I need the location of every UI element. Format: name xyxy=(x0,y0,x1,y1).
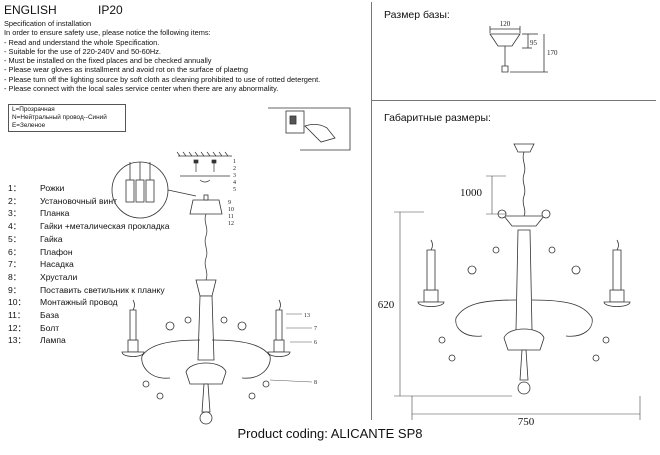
language-label: ENGLISH xyxy=(4,3,57,17)
part-number: 8： xyxy=(8,271,22,282)
base-depth-label: 95 xyxy=(530,39,538,47)
part-number: 5： xyxy=(8,233,22,244)
parts-list: 1： Рожки 2： Установочный винт 3： Планка 4： Г… xyxy=(8,182,169,347)
overall-dimensions-title: Габаритные размеры: xyxy=(384,112,491,124)
terminal-block-detail xyxy=(111,161,197,219)
specification-item: - Suitable for the use of 220-240V and 5… xyxy=(4,46,161,56)
part-row: 6： Плафон xyxy=(8,246,169,259)
section-divider xyxy=(372,100,656,101)
callout-label: 12 xyxy=(228,221,234,227)
part-label: Поставить светильник к планку xyxy=(40,284,165,295)
specification-block: Specification of installation In order t… xyxy=(4,19,374,93)
part-row: 9： Поставить светильник к планку xyxy=(8,284,169,297)
callout-label: 3 xyxy=(233,173,236,179)
part-number: 10： xyxy=(8,297,27,308)
part-row: 8： Хрустали xyxy=(8,271,169,284)
part-row: 11： База xyxy=(8,309,169,322)
dimension-drawings: 120 95 170 1000 620 xyxy=(378,20,641,425)
dimension-lines xyxy=(394,175,641,420)
column-divider xyxy=(371,2,372,420)
part-number: 6： xyxy=(8,246,22,257)
part-label: Болт xyxy=(40,322,60,333)
part-label: Установочный винт xyxy=(40,195,118,206)
wire-live: L=Прозрачная xyxy=(12,106,55,113)
callout-label: 2 xyxy=(233,166,236,172)
part-number: 1： xyxy=(8,183,22,193)
overall-dimension-labels: 1000 620 750 xyxy=(378,187,535,425)
chandelier-left xyxy=(121,279,291,425)
base-size-title: Размер базы: xyxy=(384,9,450,21)
part-row: 12： Болт xyxy=(8,322,169,335)
chandelier-elevation xyxy=(417,143,631,395)
part-row: 4： Гайки +металическая прокладка xyxy=(8,220,169,233)
part-number: 2： xyxy=(8,195,22,206)
callout-label: 1 xyxy=(233,159,236,165)
part-row: 13： Лампа xyxy=(8,334,169,347)
callout-label: 11 xyxy=(228,214,234,220)
part-label: Гайки +металическая прокладка xyxy=(40,221,170,232)
callout-label: 7 xyxy=(314,326,317,332)
base-dimension-labels: 120 95 170 xyxy=(500,20,558,57)
callout-label: 10 xyxy=(228,207,234,213)
callout-label: 8 xyxy=(314,380,317,386)
callout-label: 6 xyxy=(314,340,317,346)
part-number: 9： xyxy=(8,284,22,295)
callout-label: 5 xyxy=(233,187,236,193)
specification-item: - Please connect with the local sales se… xyxy=(4,84,279,94)
wire-neutral: N=Нейтральный провод--Синий xyxy=(12,114,107,121)
part-label: Лампа xyxy=(40,335,66,346)
part-row: 5： Гайка xyxy=(8,233,169,246)
part-label: Монтажный провод xyxy=(40,297,118,308)
part-row: 2： Установочный винт xyxy=(8,195,169,208)
callout-label: 13 xyxy=(304,313,310,319)
ceiling-callouts: 1 2 3 4 5 xyxy=(233,159,236,193)
base-width-label: 120 xyxy=(500,20,511,28)
chain-length-label: 1000 xyxy=(460,187,483,199)
part-label: Плафон xyxy=(40,246,73,257)
part-label: Рожки xyxy=(40,183,65,193)
base-height-label: 170 xyxy=(547,49,558,57)
specification-item: - Please turn off the lighting source by… xyxy=(4,74,321,84)
part-label: Хрустали xyxy=(40,271,78,282)
installation-drawing: 1 2 3 4 5 9 10 11 12 xyxy=(111,107,351,425)
part-number: 13： xyxy=(8,335,27,346)
ceiling-hatch xyxy=(176,151,232,157)
part-row: 3： Планка xyxy=(8,207,169,220)
product-code-caption: Product coding: ALICANTE SP8 xyxy=(237,426,423,441)
protection-rating: IP20 xyxy=(98,3,123,17)
specification-item: - Must be installed on the fixed places … xyxy=(4,56,212,66)
bracket-callouts: 9 10 11 12 xyxy=(228,200,234,227)
wire-earth: E=Зеленое xyxy=(12,122,46,129)
part-row: 10： Монтажный провод xyxy=(8,296,169,309)
arm-callouts: 13 7 6 8 xyxy=(304,313,317,386)
specification-intro: In order to ensure safety use, please no… xyxy=(4,28,211,38)
part-label: Планка xyxy=(40,208,70,219)
wiring-legend: L=Прозрачная N=Нейтральный провод--Синий… xyxy=(8,104,126,132)
part-label: Гайка xyxy=(40,233,63,244)
switch-off-illustration xyxy=(268,107,351,151)
callout-label: 4 xyxy=(233,180,236,186)
callout-label: 9 xyxy=(228,200,231,206)
width-label: 750 xyxy=(518,416,535,425)
part-number: 7： xyxy=(8,259,22,270)
callout-leaders xyxy=(269,313,313,383)
height-label: 620 xyxy=(378,299,395,311)
part-label: Насадка xyxy=(40,259,74,270)
specification-item: - Read and understand the whole Specific… xyxy=(4,37,160,47)
part-label: База xyxy=(40,310,60,321)
suspension-chain xyxy=(204,213,208,281)
specification-item: - Please wear gloves as installment and … xyxy=(4,65,249,75)
specification-title: Specification of installation xyxy=(4,19,92,28)
part-number: 3： xyxy=(8,208,22,219)
part-row: 1： Рожки xyxy=(8,182,169,195)
ceiling-canopy xyxy=(189,194,223,215)
part-number: 4： xyxy=(8,221,22,232)
ceiling-screws xyxy=(180,159,230,183)
part-row: 7： Насадка xyxy=(8,258,169,271)
part-number: 12： xyxy=(8,322,27,333)
base-drawing xyxy=(489,26,548,73)
part-number: 11： xyxy=(8,310,26,321)
